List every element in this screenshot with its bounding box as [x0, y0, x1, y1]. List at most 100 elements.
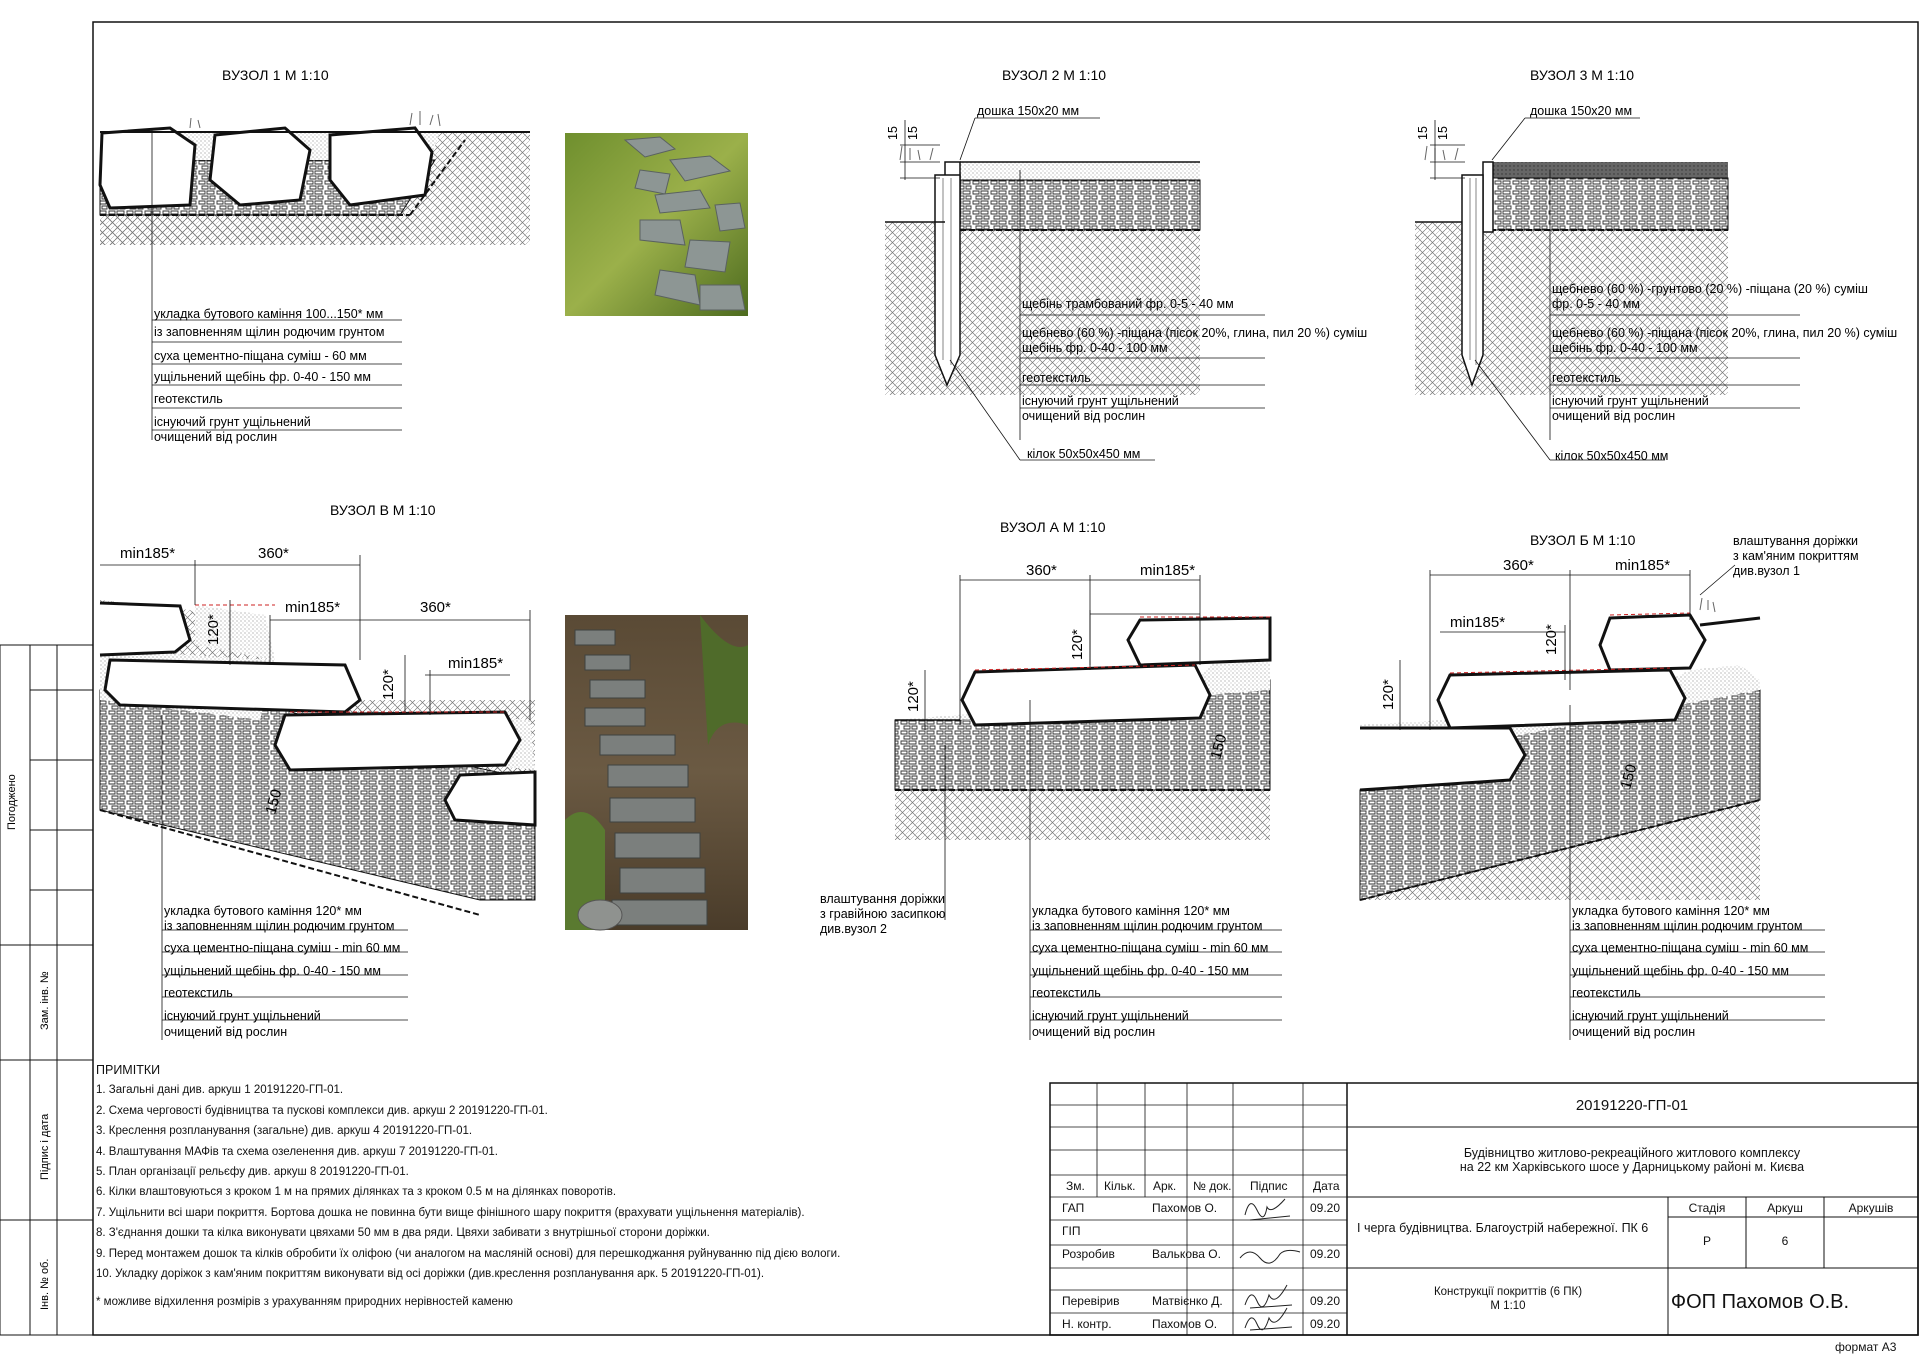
node-a-layer: ущільнений щебінь фр. 0-40 - 150 мм: [1032, 964, 1249, 978]
node-a-layer: геотекстиль: [1032, 986, 1101, 1000]
col-head: Аркушів: [1849, 1201, 1894, 1215]
node-1-layer: ущільнений щебінь фр. 0-40 - 150 мм: [154, 370, 371, 384]
node-v-dim: min185*: [285, 599, 340, 616]
col-head: Стадія: [1689, 1201, 1726, 1215]
node-3-dim: 15: [1416, 126, 1430, 140]
node-1-section: [98, 111, 530, 440]
person-date: 09.20: [1310, 1317, 1340, 1331]
sheet-format: формат А3: [1835, 1340, 1897, 1354]
stone-block: [273, 710, 522, 772]
node-v-dim: 360*: [420, 599, 451, 616]
node-v-layer: існуючий грунт ущільнений: [164, 1009, 321, 1023]
title-col-header: Кільк.: [1104, 1179, 1136, 1193]
node-v-title: ВУЗОЛ В М 1:10: [330, 502, 436, 518]
node-v-dim: min185*: [120, 545, 175, 562]
photo-stone-stairs: [565, 615, 748, 931]
peg: [1461, 174, 1484, 388]
node-a-section: [894, 575, 1282, 1040]
organization-name: ФОП Пахомов О.В.: [1671, 1291, 1849, 1313]
note-item: 3. Креслення розпланування (загальне) ди…: [96, 1125, 473, 1138]
node-2-dim: 15: [906, 126, 920, 140]
person-date: 09.20: [1310, 1247, 1340, 1261]
node-2-title: ВУЗОЛ 2 М 1:10: [1002, 67, 1106, 83]
person-role: ГІП: [1062, 1224, 1080, 1238]
node-2-layer: існуючий грунт ущільнений: [1022, 394, 1179, 408]
node-a-gravel-note: влаштування доріжки: [820, 892, 945, 906]
node-b-layer: існуючий грунт ущільнений: [1572, 1009, 1729, 1023]
note-item: 1. Загальні дані див. аркуш 1 20191220-Г…: [96, 1084, 344, 1097]
node-a-gravel-note: див.вузол 2: [820, 922, 887, 936]
node-b-stone-note: влаштування доріжки: [1733, 534, 1858, 548]
drawing-title: М 1:10: [1490, 1300, 1525, 1312]
title-col-header: Дата: [1313, 1179, 1340, 1193]
node-v-layer: геотекстиль: [164, 986, 233, 1000]
node-b-dim: 360*: [1503, 557, 1534, 574]
note-footnote: * можливе відхилення розмірів з урахуван…: [96, 1296, 513, 1309]
title-col-header: Підпис: [1250, 1179, 1288, 1193]
node-1-layer: суха цементно-піщана суміш - 60 мм: [154, 349, 367, 363]
node-3-dim: 15: [1436, 126, 1450, 140]
col-value: Р: [1703, 1234, 1711, 1248]
stone-block: [1359, 726, 1527, 792]
node-2-peg: кілок 50х50х450 мм: [1027, 447, 1140, 461]
node-2-dim: 15: [886, 126, 900, 140]
node-v-layer: очищений від рослин: [164, 1025, 287, 1039]
node-2-layer: щебнево (60 %) -піщана (пісок 20%, глина…: [1022, 326, 1367, 340]
node-b-layer: із заповненням щілин родючим грунтом: [1572, 919, 1802, 933]
title-block: [1049, 1082, 1919, 1336]
node-a-title: ВУЗОЛ А М 1:10: [1000, 519, 1106, 535]
node-a-dim: min185*: [1140, 562, 1195, 579]
stone-block: [98, 126, 197, 210]
node-b-stone-note: з кам'яним покриттям: [1733, 549, 1859, 563]
node-a-layer: існуючий грунт ущільнений: [1032, 1009, 1189, 1023]
col-head: Аркуш: [1767, 1201, 1803, 1215]
peg: [934, 174, 961, 387]
sheet-code: 20191220-ГП-01: [1576, 1097, 1688, 1114]
col-value: 6: [1782, 1234, 1789, 1248]
node-v-section: [99, 555, 537, 1040]
node-b-title: ВУЗОЛ Б М 1:10: [1530, 532, 1636, 548]
node-v-dim: 120*: [205, 614, 222, 645]
node-b-section: [1359, 564, 1825, 1040]
node-3-layer: щебнево (60 %) -грунтово (20 %) -піщана …: [1552, 282, 1868, 296]
node-b-dim: 120*: [1380, 679, 1397, 710]
stone-block: [1126, 616, 1272, 667]
node-a-dim: 360*: [1026, 562, 1057, 579]
node-3-layer: щебнево (60 %) -піщана (пісок 20%, глина…: [1552, 326, 1897, 340]
stage-description: І черга будівництва. Благоустрій набереж…: [1357, 1221, 1648, 1235]
node-1-layer: укладка бутового каміння 100...150* мм: [154, 307, 383, 321]
node-1-layer: очищений від рослин: [154, 430, 277, 444]
node-3-layer: очищений від рослин: [1552, 409, 1675, 423]
node-a-dim: 120*: [1069, 629, 1086, 660]
node-3-layer: геотекстиль: [1552, 371, 1621, 385]
side-stamp-label: Зам. інв. №: [39, 971, 51, 1030]
person-date: 09.20: [1310, 1294, 1340, 1308]
side-stamp-label: Погоджено: [6, 774, 18, 830]
note-item: 8. З'єднання дошки та кілка виконувати ц…: [96, 1227, 710, 1240]
person-name: Матвієнко Д.: [1152, 1294, 1223, 1308]
notes-block: ПРИМІТКИ 1. Загальні дані див. аркуш 1 2…: [96, 1060, 840, 1313]
node-b-dim: min185*: [1450, 614, 1505, 631]
drawing-title: Конструкції покриттів (6 ПК): [1434, 1286, 1582, 1298]
node-1-title: ВУЗОЛ 1 М 1:10: [222, 67, 329, 83]
title-col-header: № док.: [1193, 1179, 1231, 1193]
node-b-stone-note: див.вузол 1: [1733, 564, 1800, 578]
node-a-layer: укладка бутового каміння 120* мм: [1032, 904, 1230, 918]
node-b-dim: 150: [1617, 762, 1640, 791]
node-v-layer: укладка бутового каміння 120* мм: [164, 904, 362, 918]
node-2-layer: очищений від рослин: [1022, 409, 1145, 423]
node-a-layer: суха цементно-піщана суміш - min 60 мм: [1032, 941, 1268, 955]
title-col-header: Зм.: [1066, 1179, 1085, 1193]
node-2-layer: щебінь трамбований фр. 0-5 - 40 мм: [1022, 297, 1234, 311]
note-item: 5. План організації рельєфу див. аркуш 8…: [96, 1166, 409, 1179]
note-item: 6. Кілки влаштовуються з кроком 1 м на п…: [96, 1186, 617, 1199]
node-b-layer: геотекстиль: [1572, 986, 1641, 1000]
person-name: Валькова О.: [1152, 1247, 1221, 1261]
stone-block: [328, 126, 434, 207]
node-2-board: дошка 150х20 мм: [977, 104, 1079, 118]
note-item: 4. Влаштування МАФів та схема озеленення…: [96, 1145, 498, 1158]
node-b-dim: 120*: [1543, 624, 1560, 655]
stone-block: [960, 663, 1212, 727]
note-item: 2. Схема черговості будівництва та пуско…: [96, 1104, 548, 1117]
node-v-dim: min185*: [448, 655, 503, 672]
